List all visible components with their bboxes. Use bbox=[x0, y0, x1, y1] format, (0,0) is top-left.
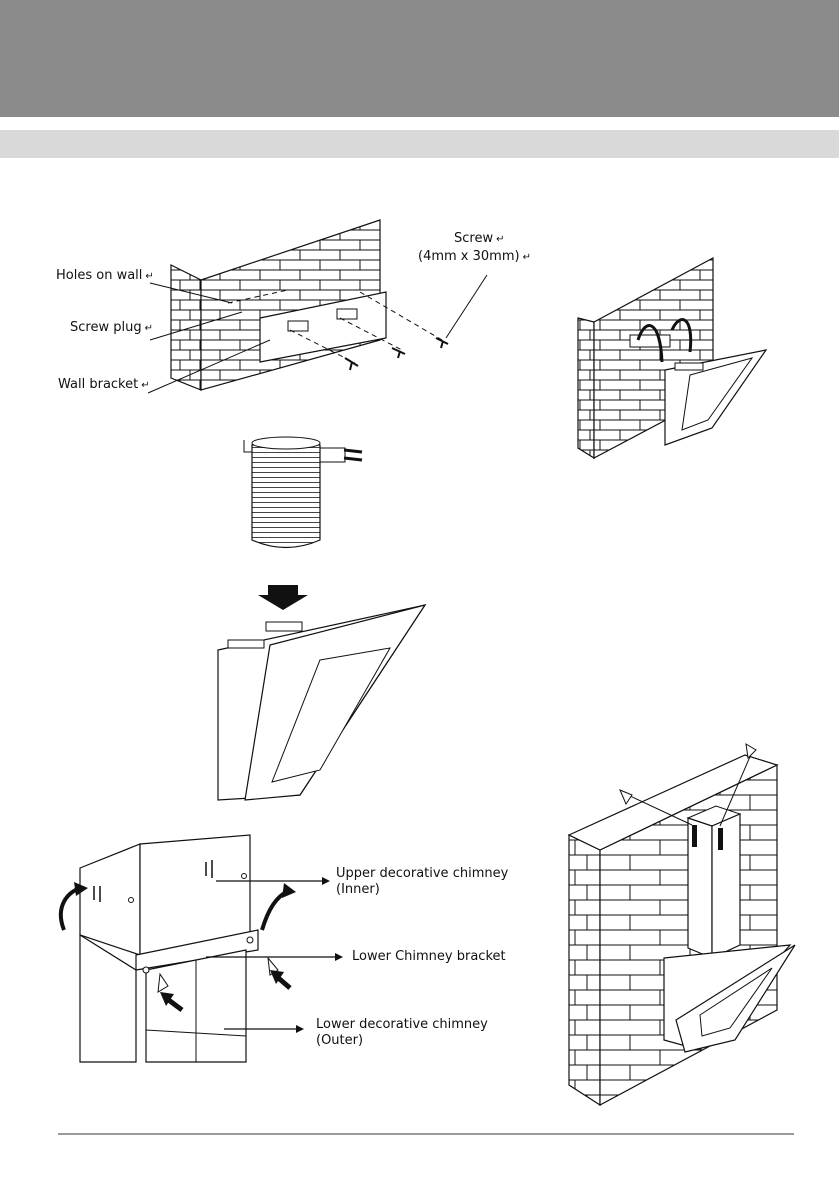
holes-on-wall-label: Holes on wall↵ bbox=[56, 268, 154, 283]
screw-label: Screw↵ bbox=[454, 231, 505, 246]
section-title-band bbox=[0, 130, 839, 158]
header-band bbox=[0, 0, 839, 117]
screw-size-label: (4mm x 30mm)↵ bbox=[418, 249, 531, 264]
final-installation-diagram bbox=[567, 743, 796, 1107]
duct-hose-diagram bbox=[217, 436, 427, 801]
wall-bracket-label: Wall bracket↵ bbox=[58, 377, 150, 392]
wall-mounting-diagram bbox=[147, 219, 488, 394]
hood-hanging-diagram bbox=[577, 256, 768, 460]
upper-chimney-label: Upper decorative chimney bbox=[336, 866, 509, 881]
lower-chimney-bracket-label: Lower Chimney bracket bbox=[352, 949, 506, 964]
chimney-assembly-diagram bbox=[58, 834, 343, 1063]
lower-chimney-label: Lower decorative chimney bbox=[316, 1017, 488, 1032]
upper-chimney-sub-label: (Inner) bbox=[336, 882, 380, 897]
screw-plug-label: Screw plug↵ bbox=[70, 320, 153, 335]
lower-chimney-sub-label: (Outer) bbox=[316, 1033, 364, 1048]
footer-rule bbox=[58, 1133, 794, 1135]
